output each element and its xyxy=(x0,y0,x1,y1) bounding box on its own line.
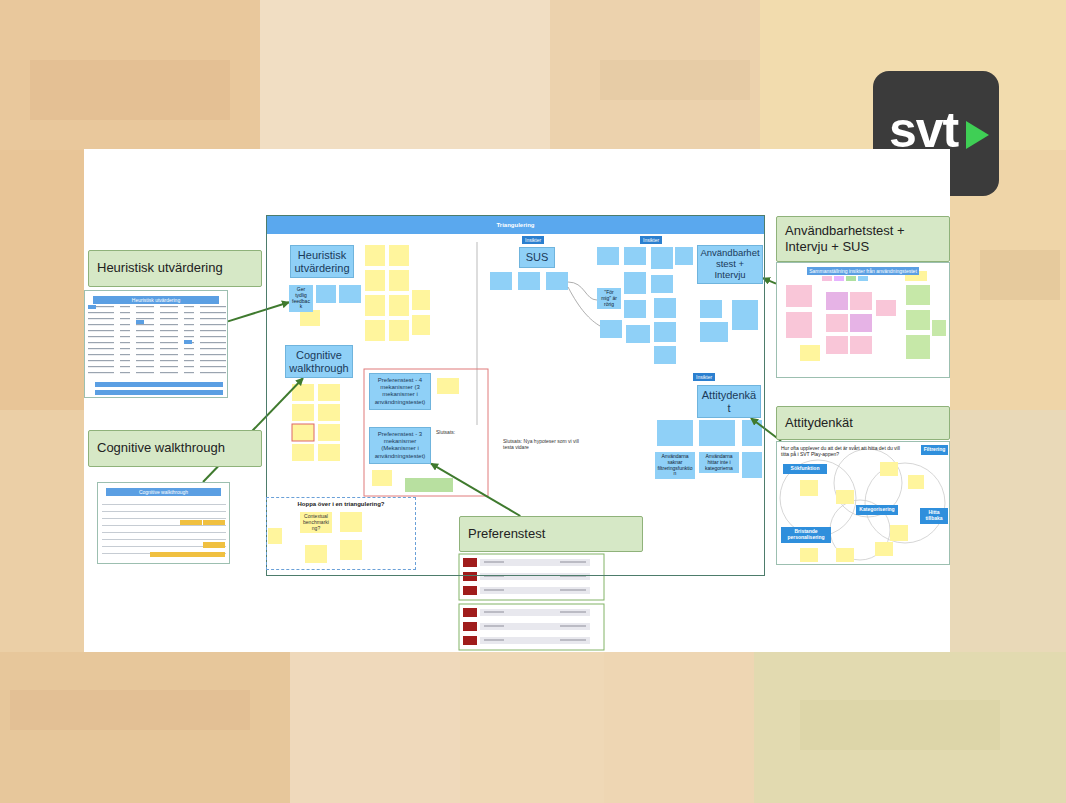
node-text: Attitydenkät xyxy=(785,415,853,431)
sticky-note: Preferenstest - 3 mekanismer (Mekanismer… xyxy=(369,427,431,464)
category-tag: Filtrering xyxy=(921,445,948,455)
section-label: Heuristisk utvärdering xyxy=(88,250,262,287)
node-text: Cognitive walkthrough xyxy=(289,349,349,374)
thumbnail-panel: Heuristisk utvärdering xyxy=(84,290,228,398)
thumbnail-decor xyxy=(88,271,946,650)
logo-text: svt xyxy=(889,105,958,155)
category-tag: Bristande personalisering xyxy=(781,527,831,543)
heading-note: Cognitive walkthrough xyxy=(285,345,353,378)
node-text: Preferenstest - 3 mekanismer (Mekanismer… xyxy=(373,431,427,460)
thumbnail-panel: Sammanställning insikter från användning… xyxy=(776,262,950,378)
thumbnail-panel: Cognitive walkthrough xyxy=(97,482,230,564)
group-frame: Hoppa över i en triangulering? Contextual… xyxy=(266,497,416,570)
insight-tag: Insikter xyxy=(522,236,544,244)
node-text: SUS xyxy=(523,251,551,264)
node-text: Ger tydlig feedback xyxy=(291,287,311,310)
category-tag: Kategorisering xyxy=(856,505,898,515)
node-text: Triangulering xyxy=(267,216,764,234)
node-text: Kategorisering xyxy=(858,507,896,513)
node-text: Heuristisk utvärdering xyxy=(97,260,223,276)
board-decor xyxy=(268,242,762,563)
section-label: Preferenstest xyxy=(459,516,643,552)
arrow-connector xyxy=(431,464,520,516)
node-text: Användbarhetstest + Intervju + SUS xyxy=(785,223,941,256)
node-text: Användarna saknar filtreringsfunktion xyxy=(657,454,693,477)
heading-note: Attitydenkät xyxy=(697,385,761,418)
section-label: Cognitive walkthrough xyxy=(88,430,262,467)
thumbnail-panel: Hur ofta upplever du att det är svårt at… xyxy=(776,441,950,565)
node-text: Preferenstest xyxy=(468,526,545,542)
heading-note: Användbarhet stest + Intervju xyxy=(697,245,763,284)
node-text: Sökfunktion xyxy=(785,466,825,472)
note-text: Slutsats: xyxy=(436,429,484,435)
node-text: Heuristisk utvärdering xyxy=(93,296,219,304)
arrow-connector xyxy=(228,302,289,321)
node-text: Filtrering xyxy=(923,447,946,453)
heading-note: Heuristisk utvärdering xyxy=(290,245,354,278)
node-text: Attitydenkät xyxy=(701,389,757,414)
insight-tag: Insikter xyxy=(640,236,662,244)
sticky-note: Användarna hittar inte i kategorierna xyxy=(699,452,739,473)
node-text: Cognitive walkthrough xyxy=(97,440,225,456)
category-tag: Hitta tillbaka xyxy=(920,508,948,524)
node-text: Bristande personalisering xyxy=(783,529,829,541)
section-label: Användbarhetstest + Intervju + SUS xyxy=(776,216,950,262)
sticky-note: "För mig" är rörig xyxy=(597,288,621,309)
node-text: Preferenstest - 4 mekanismer (3 mekanism… xyxy=(373,377,427,406)
node-text: "För mig" är rörig xyxy=(599,290,619,307)
category-tag: Sökfunktion xyxy=(783,464,827,474)
node-text: Heuristisk utvärdering xyxy=(294,249,350,274)
slide xyxy=(84,149,950,652)
insight-tag: Insikter xyxy=(693,373,715,381)
node-text: Cognitive walkthrough xyxy=(106,488,221,496)
sticky-note: Contextual benchmarking? xyxy=(300,512,332,533)
sticky-note: Ger tydlig feedback xyxy=(289,285,313,312)
sticky-note: Preferenstest - 4 mekanismer (3 mekanism… xyxy=(369,373,431,410)
node-text: Användarna hittar inte i kategorierna xyxy=(701,454,737,471)
node-text: Contextual benchmarking? xyxy=(302,514,330,531)
sticky-note: Användarna saknar filtreringsfunktion xyxy=(655,452,695,479)
node-text: Användbarhet stest + Intervju xyxy=(700,248,760,281)
node-text: Hitta tillbaka xyxy=(922,510,946,522)
section-label: Attitydenkät xyxy=(776,406,950,440)
node-text: Sammanställning insikter från användning… xyxy=(807,267,919,275)
heading-note: SUS xyxy=(519,247,555,268)
node-text: Hur ofta upplever du att det är svårt at… xyxy=(781,445,901,457)
note-text: Slutsats: Nya hypoteser som vi vill test… xyxy=(503,438,583,450)
node-text: Hoppa över i en triangulering? xyxy=(267,501,415,507)
